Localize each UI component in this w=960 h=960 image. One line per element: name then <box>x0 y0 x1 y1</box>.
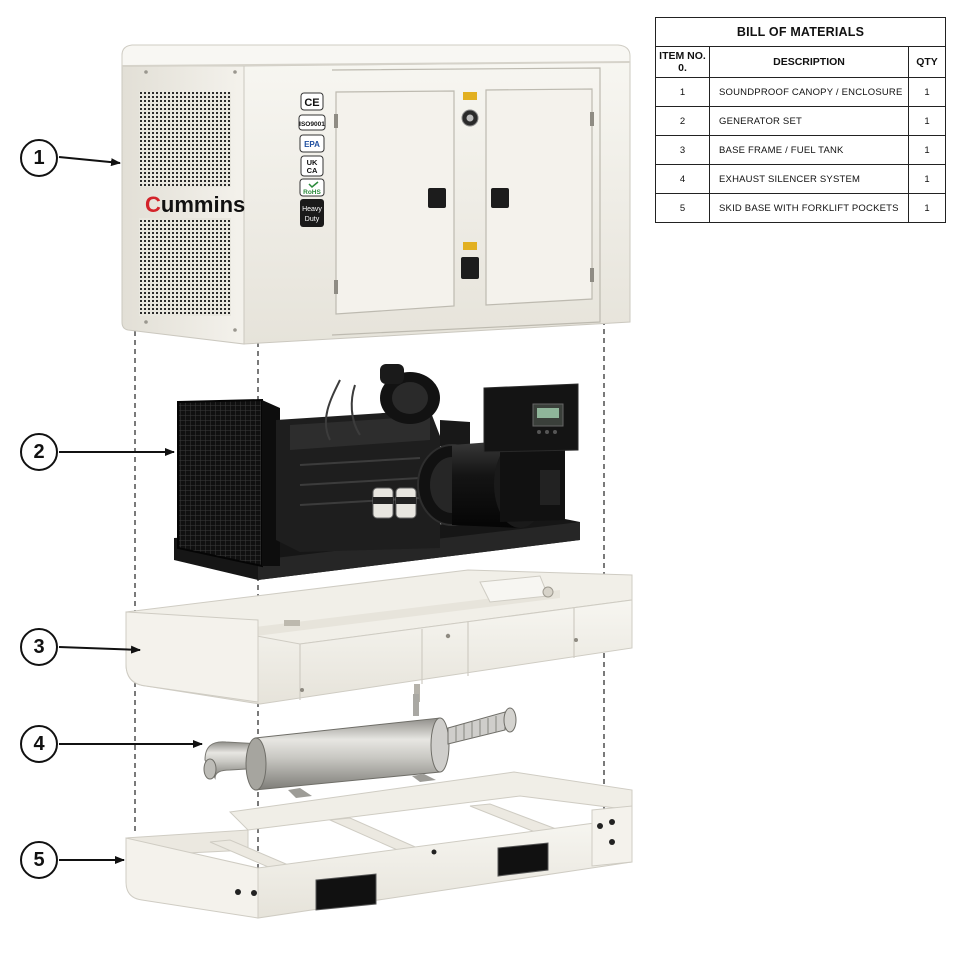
bom-header-item: ITEM NO. 0. <box>655 46 710 78</box>
table-row: 3 BASE FRAME / FUEL TANK 1 <box>655 135 946 165</box>
skid-base <box>125 771 633 919</box>
bom-description: SKID BASE WITH FORKLIFT POCKETS <box>709 193 909 223</box>
soundproof-canopy: Cummins CE ISO9001 EPA UK CA RoHS Heavy … <box>121 44 631 345</box>
bom-qty: 1 <box>908 193 946 223</box>
bom-description: EXHAUST SILENCER SYSTEM <box>709 164 909 194</box>
callout-5: 5 <box>20 841 58 879</box>
bom-qty: 1 <box>908 77 946 107</box>
ukca-badge-top: UK <box>307 158 318 167</box>
callout-arrows <box>58 156 203 864</box>
door-handle-icon <box>428 188 446 208</box>
callout-3: 3 <box>20 628 58 666</box>
bom-qty: 1 <box>908 106 946 136</box>
callout-1: 1 <box>20 139 58 177</box>
bom-description: GENERATOR SET <box>709 106 909 136</box>
bom-item-no: 4 <box>655 164 710 194</box>
table-row: 1 SOUNDPROOF CANOPY / ENCLOSURE 1 <box>655 77 946 107</box>
bom-header-qty: QTY <box>908 46 946 78</box>
forklift-pocket-icon <box>315 873 377 911</box>
bom-item-no: 2 <box>655 106 710 136</box>
epa-badge: EPA <box>304 140 320 149</box>
heavy-duty-badge-top: Heavy <box>302 206 322 213</box>
access-lock-icon <box>461 257 479 279</box>
bom-title: BILL OF MATERIALS <box>655 17 946 47</box>
generator-set <box>174 364 580 580</box>
table-row: 2 GENERATOR SET 1 <box>655 106 946 136</box>
rohs-badge: RoHS <box>303 189 321 196</box>
bom-item-no: 5 <box>655 193 710 223</box>
control-panel-icon <box>483 383 579 453</box>
bom-item-no: 1 <box>655 77 710 107</box>
vent-grille-icon <box>139 218 231 316</box>
heavy-duty-badge-bottom: Duty <box>305 216 320 223</box>
bom-description: BASE FRAME / FUEL TANK <box>709 135 909 165</box>
bom-description: SOUNDPROOF CANOPY / ENCLOSURE <box>709 77 909 107</box>
canopy-doors <box>331 67 601 336</box>
exhaust-silencer <box>203 694 517 798</box>
bom-header-description: DESCRIPTION <box>709 46 909 78</box>
forklift-pocket-icon <box>497 842 549 877</box>
callout-2: 2 <box>20 433 58 471</box>
bom-item-no: 3 <box>655 135 710 165</box>
table-row: 5 SKID BASE WITH FORKLIFT POCKETS 1 <box>655 193 946 223</box>
arrow-icon <box>58 645 141 654</box>
ukca-badge-bottom: CA <box>307 166 318 175</box>
vent-grille-icon <box>139 92 231 187</box>
callout-4: 4 <box>20 725 58 763</box>
door-hinges <box>334 112 594 294</box>
bill-of-materials-table: BILL OF MATERIALS ITEM NO. 0. DESCRIPTIO… <box>655 17 946 223</box>
arrow-icon <box>58 156 121 167</box>
table-row: 4 EXHAUST SILENCER SYSTEM 1 <box>655 164 946 194</box>
bom-qty: 1 <box>908 164 946 194</box>
iso9001-badge: ISO9001 <box>299 121 325 128</box>
ce-badge: CE <box>304 97 319 109</box>
brand-logo: Cummins <box>145 192 245 217</box>
door-handle-icon <box>491 188 509 208</box>
bom-qty: 1 <box>908 135 946 165</box>
base-frame-fuel-tank <box>125 569 633 705</box>
certification-badges: CE ISO9001 EPA UK CA RoHS Heavy Duty <box>298 92 326 227</box>
